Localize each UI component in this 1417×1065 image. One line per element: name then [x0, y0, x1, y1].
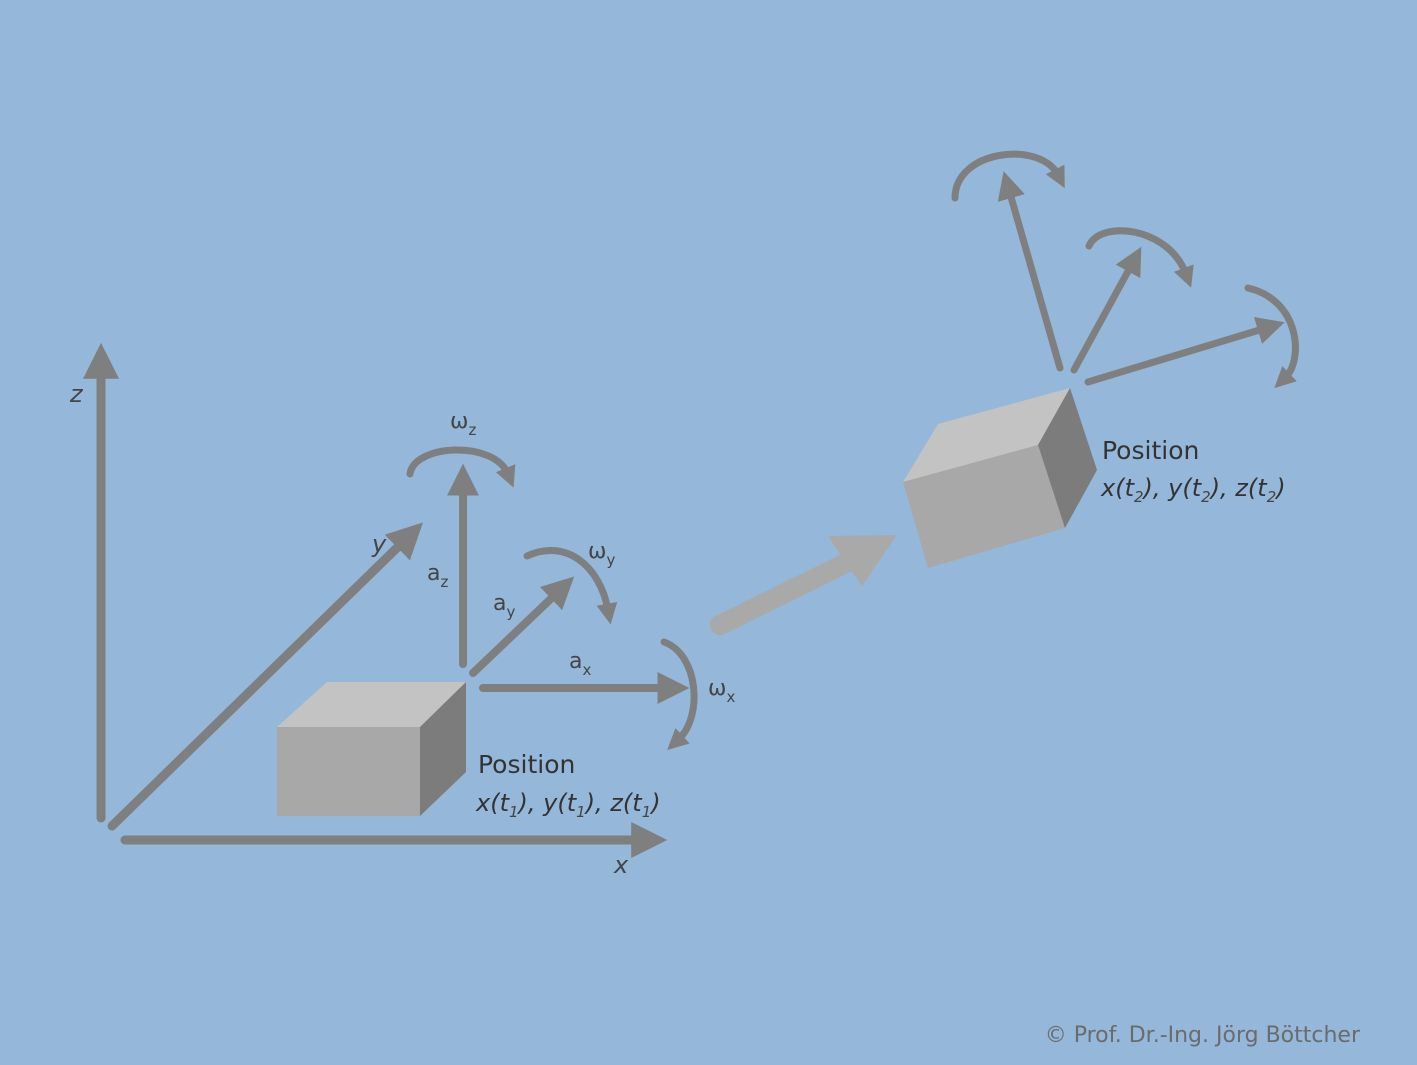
coordinate-axes [83, 342, 668, 858]
body1-front-face [277, 727, 420, 816]
rot-z-arc [406, 446, 516, 488]
copyright-text: © Prof. Dr.-Ing. Jörg Böttcher [1045, 1023, 1361, 1048]
movement-arrow [710, 535, 897, 635]
z-axis-label: z [69, 380, 84, 408]
accel-z-label: az [427, 561, 448, 591]
body2-rot-x-arc [1244, 284, 1299, 389]
body2-front-face [903, 445, 1065, 568]
body2-axis-y-arrow [1070, 246, 1142, 374]
body2-cube [903, 388, 1097, 568]
body1-position-title: Position [478, 750, 575, 779]
body2-rot-y-arc [1085, 227, 1194, 288]
y-axis-label: y [371, 530, 387, 558]
body2-axis-z-arrow [997, 171, 1064, 372]
body2-rot-z-arc [951, 150, 1065, 202]
rot-y-label: ωy [588, 539, 615, 569]
body2-position-coords: x(t2), y(t2), z(t2) [1100, 474, 1286, 506]
body1-position-coords: x(t1), y(t1), z(t1) [475, 789, 661, 821]
body1-top-face [277, 682, 466, 727]
body2-side-face [1038, 388, 1097, 528]
body2-axis-x-arrow [1084, 317, 1285, 386]
accel-x-label: ax [569, 649, 591, 679]
body2-position-title: Position [1102, 436, 1199, 465]
rot-z-label: ωz [450, 409, 476, 439]
body1-side-face [420, 682, 466, 816]
rot-y-arc [523, 547, 618, 625]
body2-top-face [903, 388, 1070, 482]
body1-cube [277, 682, 466, 816]
rot-x-arc [660, 638, 698, 750]
y-axis-arrow [107, 522, 424, 831]
accel-y-arrow [469, 576, 575, 677]
accel-y-label: ay [493, 591, 515, 621]
x-axis-label: x [613, 851, 629, 879]
rot-x-label: ωx [708, 676, 735, 706]
